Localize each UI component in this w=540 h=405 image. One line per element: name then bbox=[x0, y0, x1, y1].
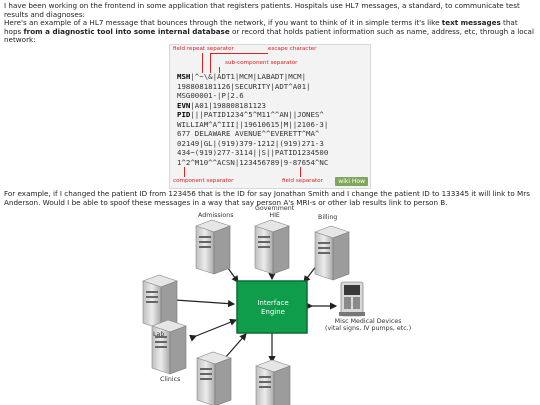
hl7-line: WILLIAM^A^III||19610615|M||2106-3| bbox=[177, 119, 329, 129]
hl7-line: MSG00001-|P|2.6 bbox=[177, 91, 244, 100]
annotation-line bbox=[219, 67, 220, 73]
intro-text-2: Here's an example of a HL7 message that … bbox=[4, 18, 442, 28]
server-admissions-icon bbox=[195, 219, 231, 275]
hl7-line: 02149|GL|(919)379-1212|(919)271-3 bbox=[177, 138, 324, 148]
wikihow-badge: wiki How bbox=[335, 177, 368, 186]
server-government-icon bbox=[254, 219, 290, 275]
intro-bold-2: from a diagnostic tool into some interna… bbox=[23, 26, 230, 36]
annotation-line bbox=[202, 53, 203, 73]
server-billing-icon bbox=[314, 225, 350, 281]
annotation-component-sep: component separator bbox=[173, 178, 234, 184]
hl7-code-block: MSH|^~\&|ADT1|MCM|LABADT|MCM| 1988081811… bbox=[177, 72, 328, 167]
medical-device-icon bbox=[339, 281, 365, 317]
label-admissions: Admissions bbox=[198, 212, 234, 219]
hl7-line: EVN|A01|198808181123 bbox=[177, 100, 267, 110]
annotation-sub-component: sub-component separator bbox=[225, 60, 298, 66]
server-bottom-left-icon bbox=[196, 351, 232, 405]
annotation-line bbox=[210, 53, 211, 73]
intro-text-3: that hops bbox=[4, 18, 518, 36]
server-clinics-icon bbox=[151, 319, 187, 375]
hl7-line: 198808181126|SECURITY|ADT^A01| bbox=[177, 81, 311, 91]
label-clinics: Clinics bbox=[160, 376, 181, 383]
annotation-line bbox=[210, 53, 268, 54]
label-lab: Lab bbox=[153, 331, 165, 338]
hl7-line: 1^2^M10^^ACSN|123456789|9-87654^NC bbox=[177, 157, 329, 167]
arrow-lab bbox=[168, 296, 236, 308]
label-misc-devices: Misc Medical Devices(vital signs, IV pum… bbox=[325, 318, 412, 333]
label-billing: Billing bbox=[318, 214, 338, 221]
annotation-field-repeat: field repeat separator bbox=[173, 46, 234, 52]
interface-engine-box bbox=[236, 280, 308, 334]
arrow-bottom-left bbox=[218, 333, 247, 365]
hl7-line: 677 DELAWARE AVENUE^^EVERETT^MA^ bbox=[177, 129, 320, 138]
annotation-field-sep: field separator bbox=[282, 178, 323, 184]
intro-paragraph: I have been working on the frontend in s… bbox=[4, 1, 536, 45]
hl7-line: 434~(919)277-3114||S||PATID1234500 bbox=[177, 148, 329, 157]
arrow-clinics bbox=[189, 318, 238, 342]
server-bottom-icon bbox=[255, 359, 291, 405]
hl7-message-image: field repeat separator escape character … bbox=[169, 44, 371, 189]
hl7-line: MSH|^~\&|ADT1|MCM|LABADT|MCM| bbox=[177, 72, 307, 81]
server-lab-icon bbox=[142, 274, 178, 330]
intro-bold-1: text messages bbox=[441, 18, 501, 28]
intro-text-1: I have been working on the frontend in s… bbox=[4, 1, 520, 19]
question-paragraph: For example, if I changed the patient ID… bbox=[4, 189, 530, 207]
hl7-line: PID|||PATID1234^5^M11^^AN||JONES^ bbox=[177, 110, 324, 119]
annotation-line bbox=[184, 167, 185, 177]
intro-text-4: or record that holds patient information… bbox=[4, 26, 534, 45]
annotation-line bbox=[300, 167, 301, 177]
annotation-escape-char: escape character bbox=[268, 46, 317, 52]
